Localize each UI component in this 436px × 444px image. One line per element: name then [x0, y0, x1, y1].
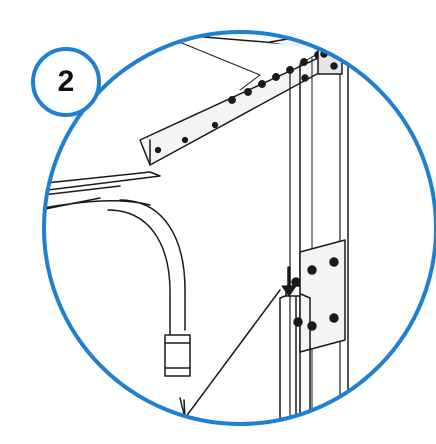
ceiling-shadow-line — [149, 32, 261, 91]
down-arrow-icon — [281, 266, 297, 297]
step-badge — [31, 47, 101, 117]
detail-circle-border — [42, 30, 436, 426]
curved-rail — [44, 171, 191, 377]
wall-plate — [291, 239, 346, 353]
